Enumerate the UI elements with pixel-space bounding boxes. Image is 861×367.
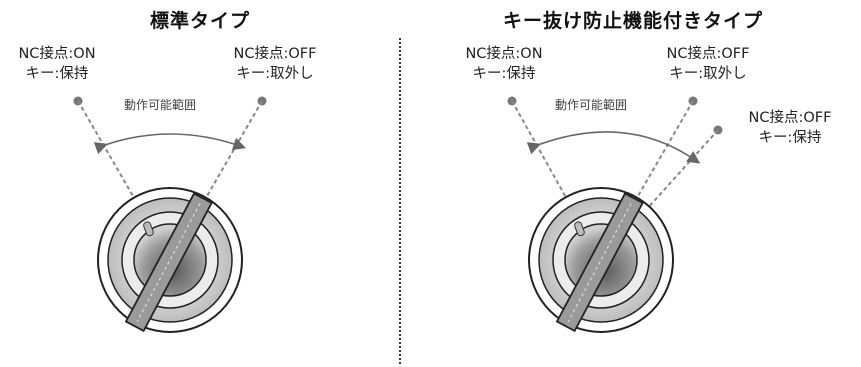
anti-removal-key-switch-diagram (507, 96, 723, 333)
state-off-label: NC接点:OFF キー:取外し (210, 44, 340, 84)
operating-range-label: 動作可能範囲 (124, 98, 197, 112)
state-off-contact: NC接点:OFF (233, 46, 317, 62)
off-guide-line (169, 100, 263, 261)
state-on-label: NC接点:ON キー:保持 (2, 44, 112, 84)
standard-type-panel: 標準タイプ NC接点:ON キー:保持 NC接点:OFF キー:取外し 動作可能… (0, 0, 400, 367)
state-on-contact: NC接点:ON (465, 46, 543, 62)
state-off-remove-key: キー:取外し (669, 66, 747, 82)
operating-range-arrow (526, 131, 701, 164)
anti-removal-type-title: キー抜け防止機能付きタイプ (502, 10, 763, 32)
key (555, 192, 644, 333)
keyhole-mark (574, 221, 585, 237)
state-on-key: キー:保持 (25, 66, 89, 82)
state-off-hold-key: キー:保持 (758, 130, 822, 146)
state-off-remove-contact: NC接点:OFF (666, 46, 750, 62)
panel-divider (399, 38, 401, 364)
on-guide-line (511, 100, 602, 261)
state-off-hold-label: NC接点:OFF キー:保持 (725, 108, 855, 148)
anti-removal-type-panel: キー抜け防止機能付きタイプ NC接点:ON キー:保持 NC接点:OFF キー:… (405, 0, 861, 367)
state-on-key: キー:保持 (472, 66, 536, 82)
state-off-key: キー:取外し (236, 66, 314, 82)
standard-key-switch-diagram (73, 96, 267, 333)
state-off-remove-label: NC接点:OFF キー:取外し (643, 44, 773, 84)
on-guide-line (77, 100, 171, 261)
state-on-label: NC接点:ON キー:保持 (449, 44, 559, 84)
state-off-hold-contact: NC接点:OFF (748, 110, 832, 126)
keyhole-mark (143, 221, 154, 237)
standard-type-title: 標準タイプ (149, 10, 250, 32)
off-remove-guide-line (600, 100, 694, 261)
key (124, 192, 213, 333)
operating-range-arrow (93, 133, 247, 155)
operating-range-label: 動作可能範囲 (555, 98, 628, 112)
state-on-contact: NC接点:ON (18, 46, 96, 62)
